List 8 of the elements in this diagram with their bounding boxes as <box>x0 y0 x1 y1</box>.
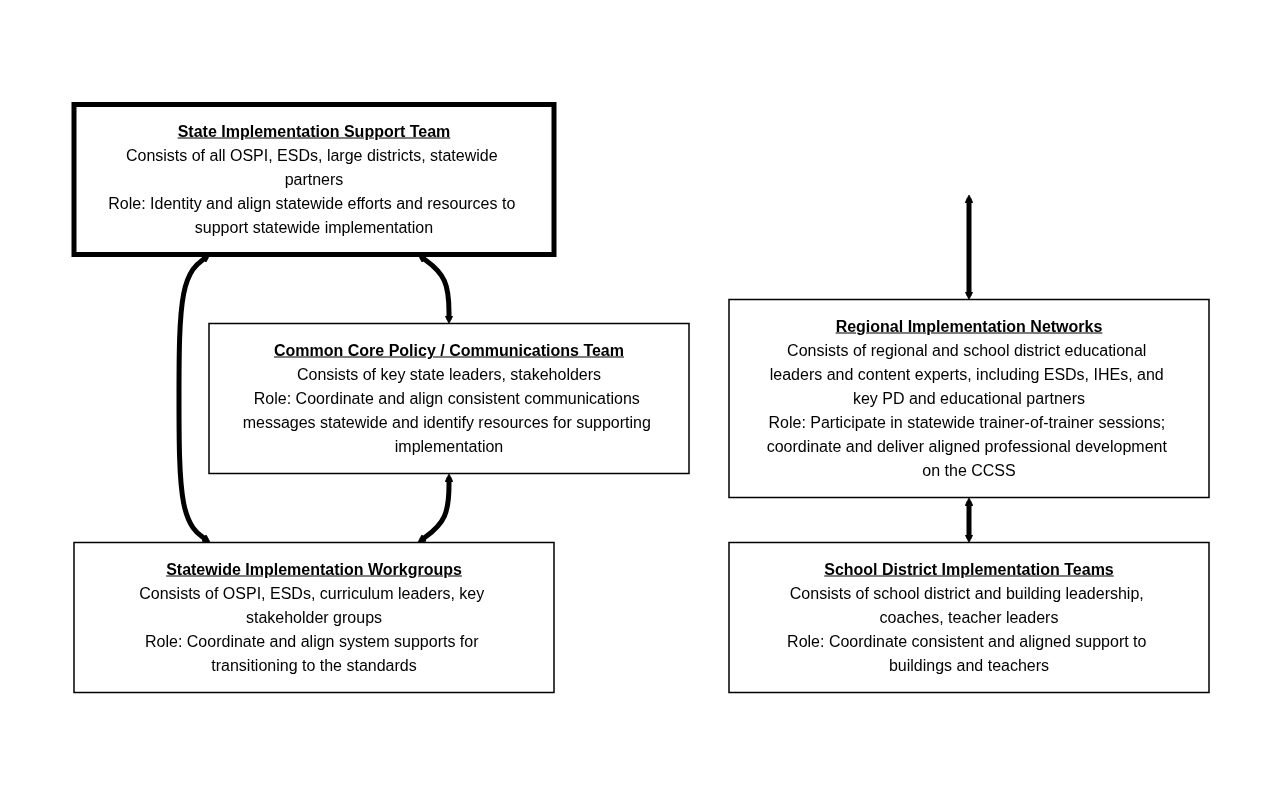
arrow <box>416 473 453 543</box>
node-box: State Implementation Support Team Consists of all OSPI, ESDs, large districts, statewide partners Role: Identity and align statewide efforts and resources to support statewide implementation <box>71 102 556 257</box>
node-box: Statewide Implementation Workgroups Consists of OSPI, ESDs, curriculum leaders, key stakeholder groups Role: Coordinate and align system supports for transitioning to the standards <box>72 541 555 694</box>
arrow <box>964 497 973 543</box>
arrow <box>964 194 973 300</box>
node-box: Common Core Policy / Communications Team Consists of key state leaders, stakeholders Role: Coordinate and align consistent communications messages statewide and identify resources for supporting implementation <box>207 322 690 475</box>
node-box: Regional Implementation Networks Consists of regional and school district educational leaders and content experts, including ESDs, IHEs, and key PD and educational partners Role: Participate in statewide trainer-of-trainer sessions; coordinate and deliver aligned professional development on the CCSS <box>727 298 1210 499</box>
node-box: School District Implementation Teams Consists of school district and building leadership, coaches, teacher leaders Role: Coordinate consistent and aligned support to buildings and teachers <box>727 541 1210 694</box>
